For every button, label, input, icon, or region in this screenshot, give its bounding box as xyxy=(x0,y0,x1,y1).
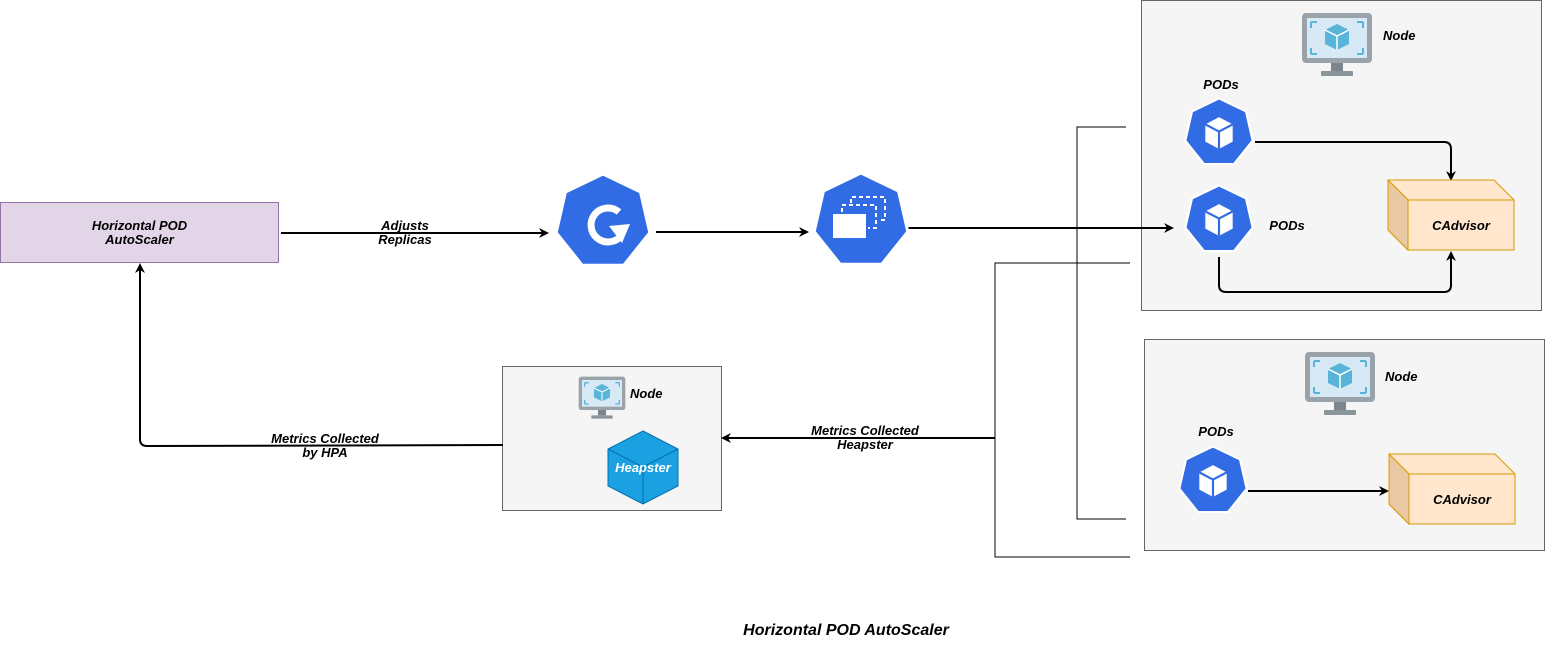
bracket-inner xyxy=(1076,126,1126,520)
adjusts-replicas-label: Adjusts Replicas xyxy=(355,219,455,247)
diagram-title: Horizontal POD AutoScaler xyxy=(743,622,949,639)
metrics-heapster-label: Metrics Collected Heapster xyxy=(775,424,955,452)
edge-pod-top-to-cadvisor xyxy=(1255,141,1456,181)
edge-metrics-by-hpa xyxy=(135,263,504,448)
metrics-by-hpa-label: Metrics Collected by HPA xyxy=(235,432,415,460)
edge-pod-mid-to-cadvisor xyxy=(1218,251,1456,293)
node2-pods-label: PODs xyxy=(1198,424,1234,439)
hpa-label-line1: Horizontal POD xyxy=(91,218,188,233)
pod-icon[interactable] xyxy=(1179,446,1246,512)
replicaset-icon[interactable] xyxy=(812,171,910,266)
node1-pods-mid-label: PODs xyxy=(1269,218,1305,233)
heapster-label: Heapster xyxy=(615,460,671,475)
node2-label: Node xyxy=(1385,369,1418,384)
deployment-icon[interactable] xyxy=(554,172,652,267)
monitor-node-icon xyxy=(578,376,626,420)
node1-label: Node xyxy=(1383,28,1416,43)
adjusts-label-line1: Adjusts xyxy=(381,218,429,233)
node1-cadvisor-label: CAdvisor xyxy=(1432,218,1490,233)
metrics-hpa-line1: Metrics Collected xyxy=(271,431,379,446)
cadvisor-box-icon[interactable] xyxy=(1387,178,1515,252)
heapster-cube-icon[interactable] xyxy=(607,430,679,505)
cadvisor-box-icon[interactable] xyxy=(1388,452,1516,526)
pod-icon[interactable] xyxy=(1185,98,1252,164)
hpa-label-line2: AutoScaler xyxy=(105,232,174,247)
adjusts-label-line2: Replicas xyxy=(378,232,432,247)
node2-cadvisor-label: CAdvisor xyxy=(1433,492,1491,507)
node1-pods-top-label: PODs xyxy=(1203,77,1239,92)
heapster-node-label: Node xyxy=(630,386,663,401)
monitor-node-icon xyxy=(1304,351,1376,416)
hpa-label: Horizontal POD AutoScaler xyxy=(0,219,279,247)
hpa-box xyxy=(0,202,279,263)
metrics-heapster-line2: Heapster xyxy=(837,437,893,452)
metrics-hpa-line2: by HPA xyxy=(302,445,348,460)
monitor-node-icon xyxy=(1301,12,1373,77)
metrics-heapster-line1: Metrics Collected xyxy=(811,423,919,438)
bracket-outer xyxy=(994,262,1130,558)
pod-icon[interactable] xyxy=(1185,185,1252,251)
